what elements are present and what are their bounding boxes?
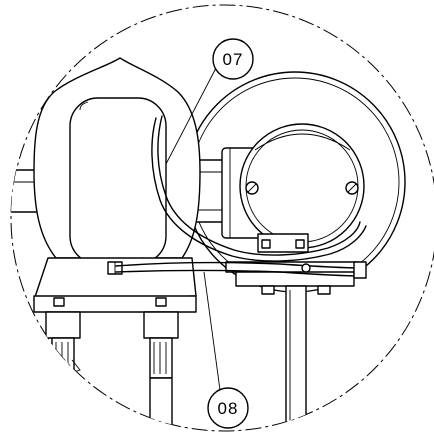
callout-label-08: 08 xyxy=(218,399,239,418)
bolt-right xyxy=(345,181,359,195)
vessel-body xyxy=(33,57,201,265)
leader-line-07 xyxy=(165,67,217,165)
callout-bubble-08 xyxy=(207,387,249,429)
right-support-leg xyxy=(143,311,179,431)
tube-08 xyxy=(115,261,367,279)
motor-flange xyxy=(257,233,309,253)
callout-07: 07 xyxy=(165,38,254,165)
motor-stand xyxy=(225,261,359,431)
flexible-tube-07 xyxy=(151,115,367,262)
callout-label-07: 07 xyxy=(223,50,244,69)
bolt-left xyxy=(245,181,259,195)
left-base-bracket xyxy=(33,257,197,313)
left-support-leg xyxy=(45,311,81,431)
detail-boundary-circle xyxy=(10,4,434,432)
detail-content xyxy=(11,57,406,431)
callout-bubble-07 xyxy=(212,38,254,80)
callout-08: 08 xyxy=(203,271,249,429)
motor-end-cap xyxy=(239,123,365,249)
leader-line-08 xyxy=(203,271,221,391)
